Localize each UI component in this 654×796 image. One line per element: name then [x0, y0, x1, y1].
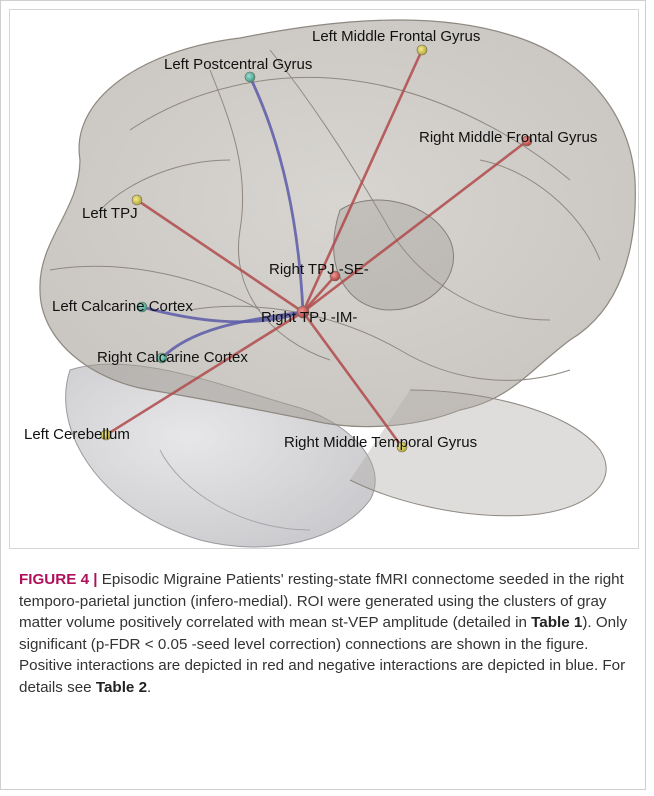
table-1-link[interactable]: Table 1 [531, 614, 582, 631]
roi-label-right-middle-temporal-gyrus: Right Middle Temporal Gyrus [284, 434, 477, 451]
roi-node-lpcg [245, 72, 255, 82]
caption-text-3: . [147, 679, 151, 696]
brain-connectome-svg: Left Middle Frontal Gyrus Left Postcentr… [10, 10, 639, 549]
figure-caption: FIGURE 4 | Episodic Migraine Patients' r… [19, 569, 635, 698]
roi-label-left-postcentral-gyrus: Left Postcentral Gyrus [164, 56, 312, 73]
table-2-link[interactable]: Table 2 [96, 679, 147, 696]
roi-label-left-cerebellum: Left Cerebellum [24, 426, 130, 443]
roi-label-right-tpj-im: Right TPJ -IM- [261, 309, 357, 326]
figure-number: FIGURE 4 | [19, 571, 98, 588]
roi-label-right-middle-frontal-gyrus: Right Middle Frontal Gyrus [419, 129, 597, 146]
roi-node-lmfg [417, 45, 427, 55]
roi-label-right-calcarine-cortex: Right Calcarine Cortex [97, 349, 248, 366]
connectome-figure: Left Middle Frontal Gyrus Left Postcentr… [9, 9, 639, 549]
roi-node-ltpj [132, 195, 142, 205]
roi-label-left-tpj: Left TPJ [82, 205, 138, 222]
roi-label-left-calcarine-cortex: Left Calcarine Cortex [52, 298, 193, 315]
roi-label-left-middle-frontal-gyrus: Left Middle Frontal Gyrus [312, 28, 480, 45]
roi-label-right-tpj-se: Right TPJ -SE- [269, 261, 369, 278]
